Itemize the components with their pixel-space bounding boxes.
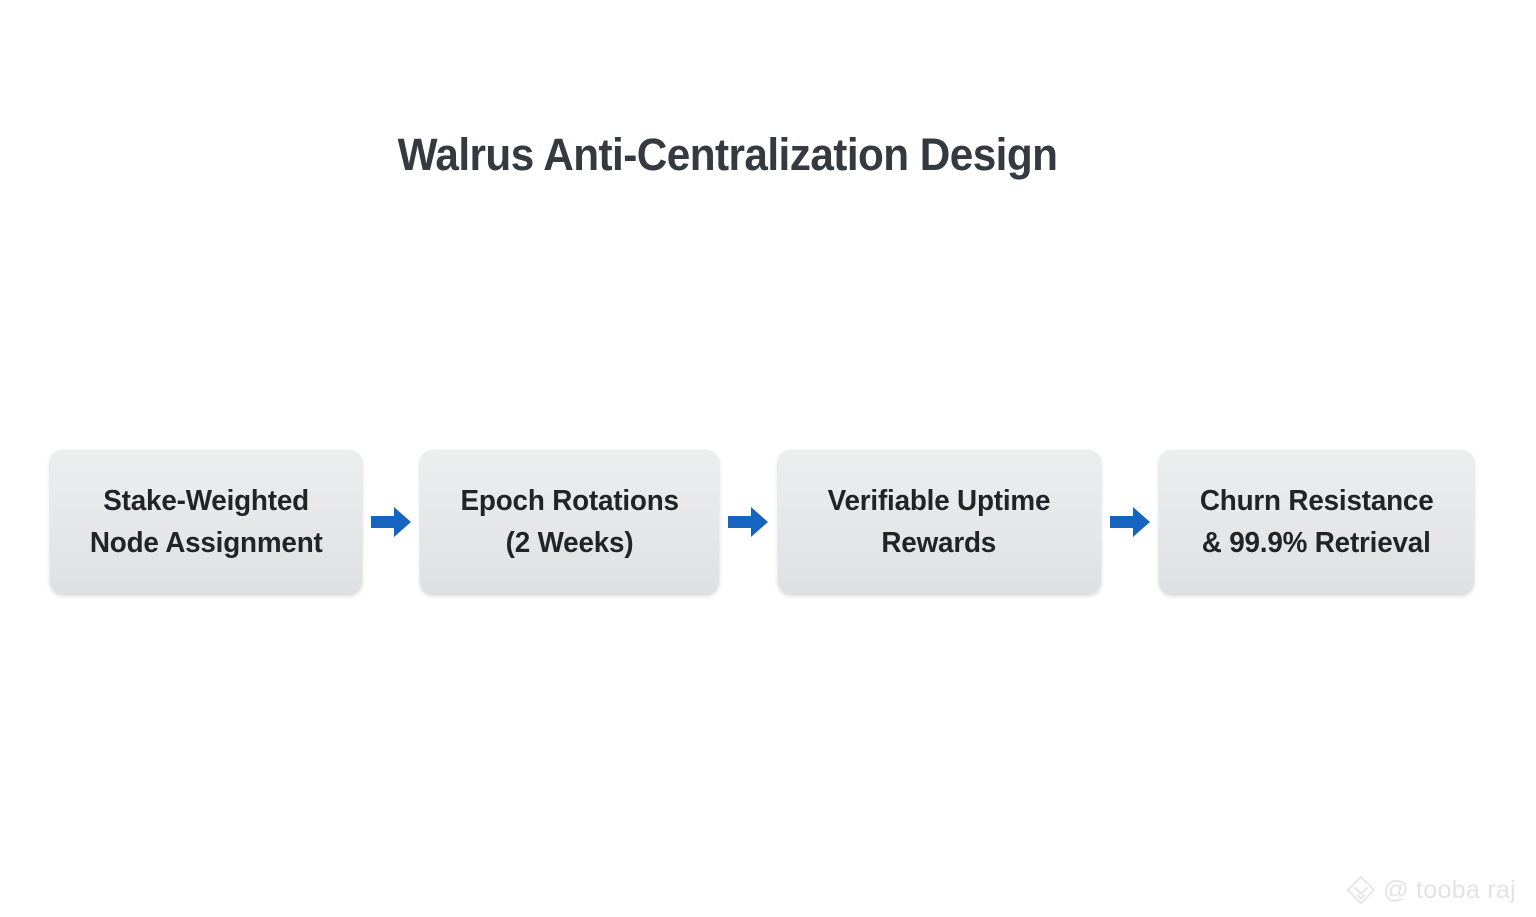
watermark-text: @ tooba raj [1383, 875, 1516, 904]
flow-node-label-line1: Verifiable Uptime [827, 484, 1051, 517]
flow-node-label-line2: & 99.9% Retrieval [1202, 527, 1431, 559]
flow-node-verifiable-uptime-rewards[interactable]: Verifiable Uptime Rewards [777, 450, 1101, 594]
flow-node-label-line2: (2 Weeks) [505, 527, 634, 559]
arrow-right-icon [728, 507, 769, 537]
diamond-logo-icon [1346, 875, 1376, 905]
flow-node-label-line1: Stake-Weighted [103, 484, 309, 517]
flow-node-stake-weighted-node-assignment[interactable]: Stake-Weighted Node Assignment [50, 450, 362, 594]
flow-diagram: Stake-Weighted Node Assignment Epoch Rot… [50, 450, 1474, 594]
arrow-right-icon [1109, 507, 1150, 537]
page-title: Walrus Anti-Centralization Design [397, 129, 1058, 180]
arrow-right-icon [371, 507, 412, 537]
flow-node-label-line2: Rewards [881, 527, 997, 559]
flow-node-label-line1: Epoch Rotations [460, 484, 679, 517]
flow-node-epoch-rotations[interactable]: Epoch Rotations (2 Weeks) [420, 450, 720, 594]
flow-node-label-line2: Node Assignment [89, 527, 323, 559]
flow-node-label-line1: Churn Resistance [1199, 484, 1434, 517]
watermark: @ tooba raj [1346, 875, 1516, 905]
flow-node-churn-resistance-retrieval[interactable]: Churn Resistance & 99.9% Retrieval [1158, 450, 1474, 594]
